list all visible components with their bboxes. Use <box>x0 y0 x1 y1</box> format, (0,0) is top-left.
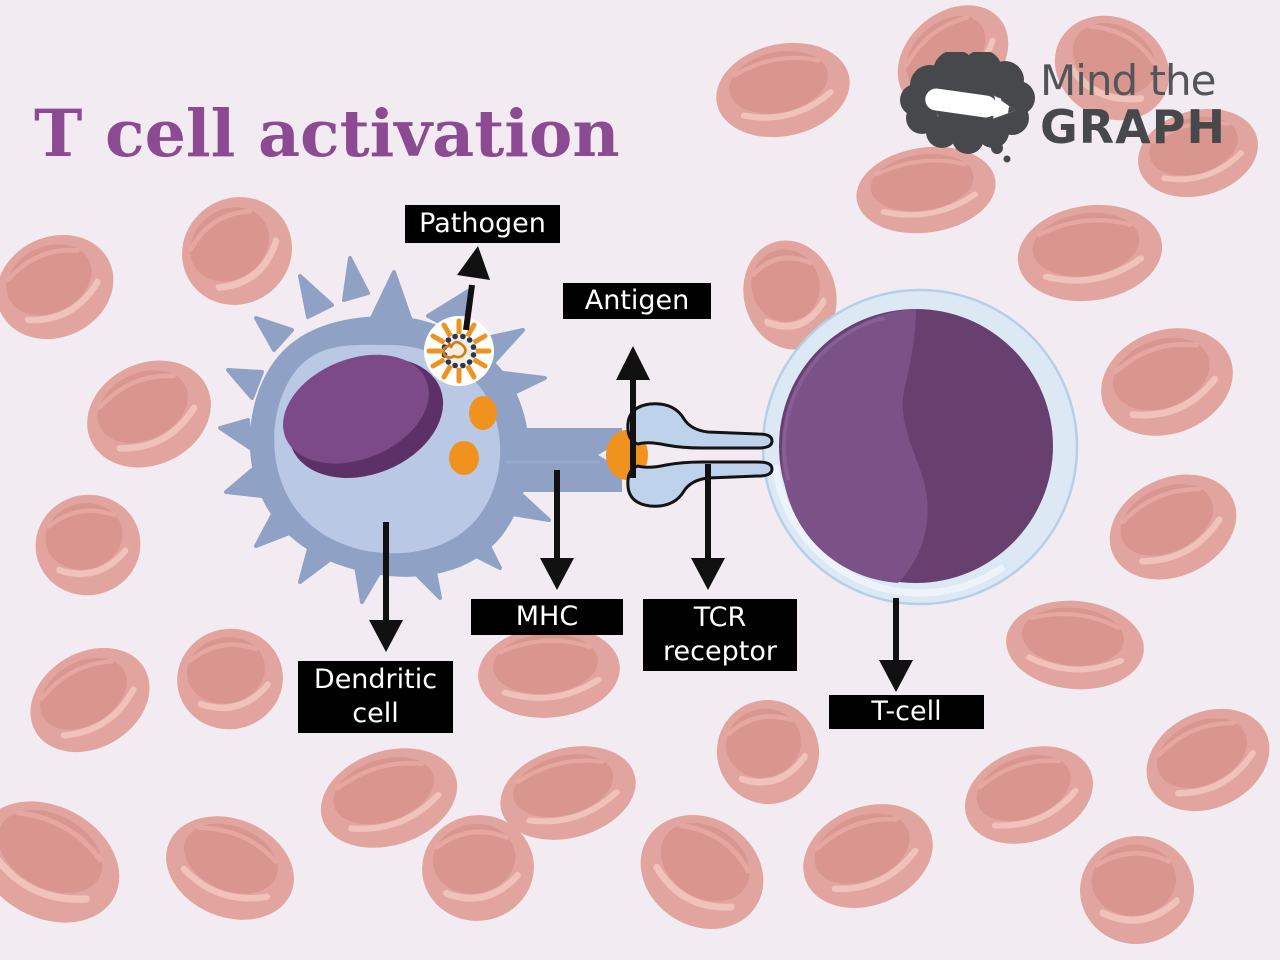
mhc-arrow <box>540 470 574 590</box>
antigen-particle <box>469 396 497 430</box>
logo-text-graph: GRAPH <box>1040 100 1226 154</box>
pathogen-label: Pathogen <box>405 205 560 243</box>
dendritic-cell-label: Dendritic cell <box>298 661 453 733</box>
mhc-label: MHC <box>471 599 623 635</box>
tcr-lower-chain <box>626 460 774 508</box>
antigen-particle <box>449 441 479 475</box>
antigen-arrow <box>616 346 650 478</box>
t-cell-label: T-cell <box>829 695 984 729</box>
dendritic-arrow <box>369 522 403 652</box>
t-cell-illustration <box>761 288 1079 606</box>
dendritic-nucleus <box>283 354 444 478</box>
mhc-tcr-complex <box>606 402 774 508</box>
tcr-upper-chain <box>626 402 774 450</box>
logo-text-mind-the: Mind the <box>1040 56 1216 105</box>
pathogen-virus-icon <box>424 316 494 386</box>
pathogen-arrow <box>457 246 490 331</box>
t-cell-arrow <box>879 598 913 692</box>
brain-pencil-icon <box>900 50 1035 163</box>
annotation-arrows <box>369 246 913 692</box>
tcr-receptor-label: TCR receptor <box>643 599 797 671</box>
page-title: T cell activation <box>34 95 620 172</box>
dendritic-cell-illustration <box>218 256 622 604</box>
mind-the-graph-logo: Mind the GRAPH <box>898 50 1238 163</box>
antigen-label: Antigen <box>563 283 711 319</box>
tcr-arrow <box>691 464 725 590</box>
